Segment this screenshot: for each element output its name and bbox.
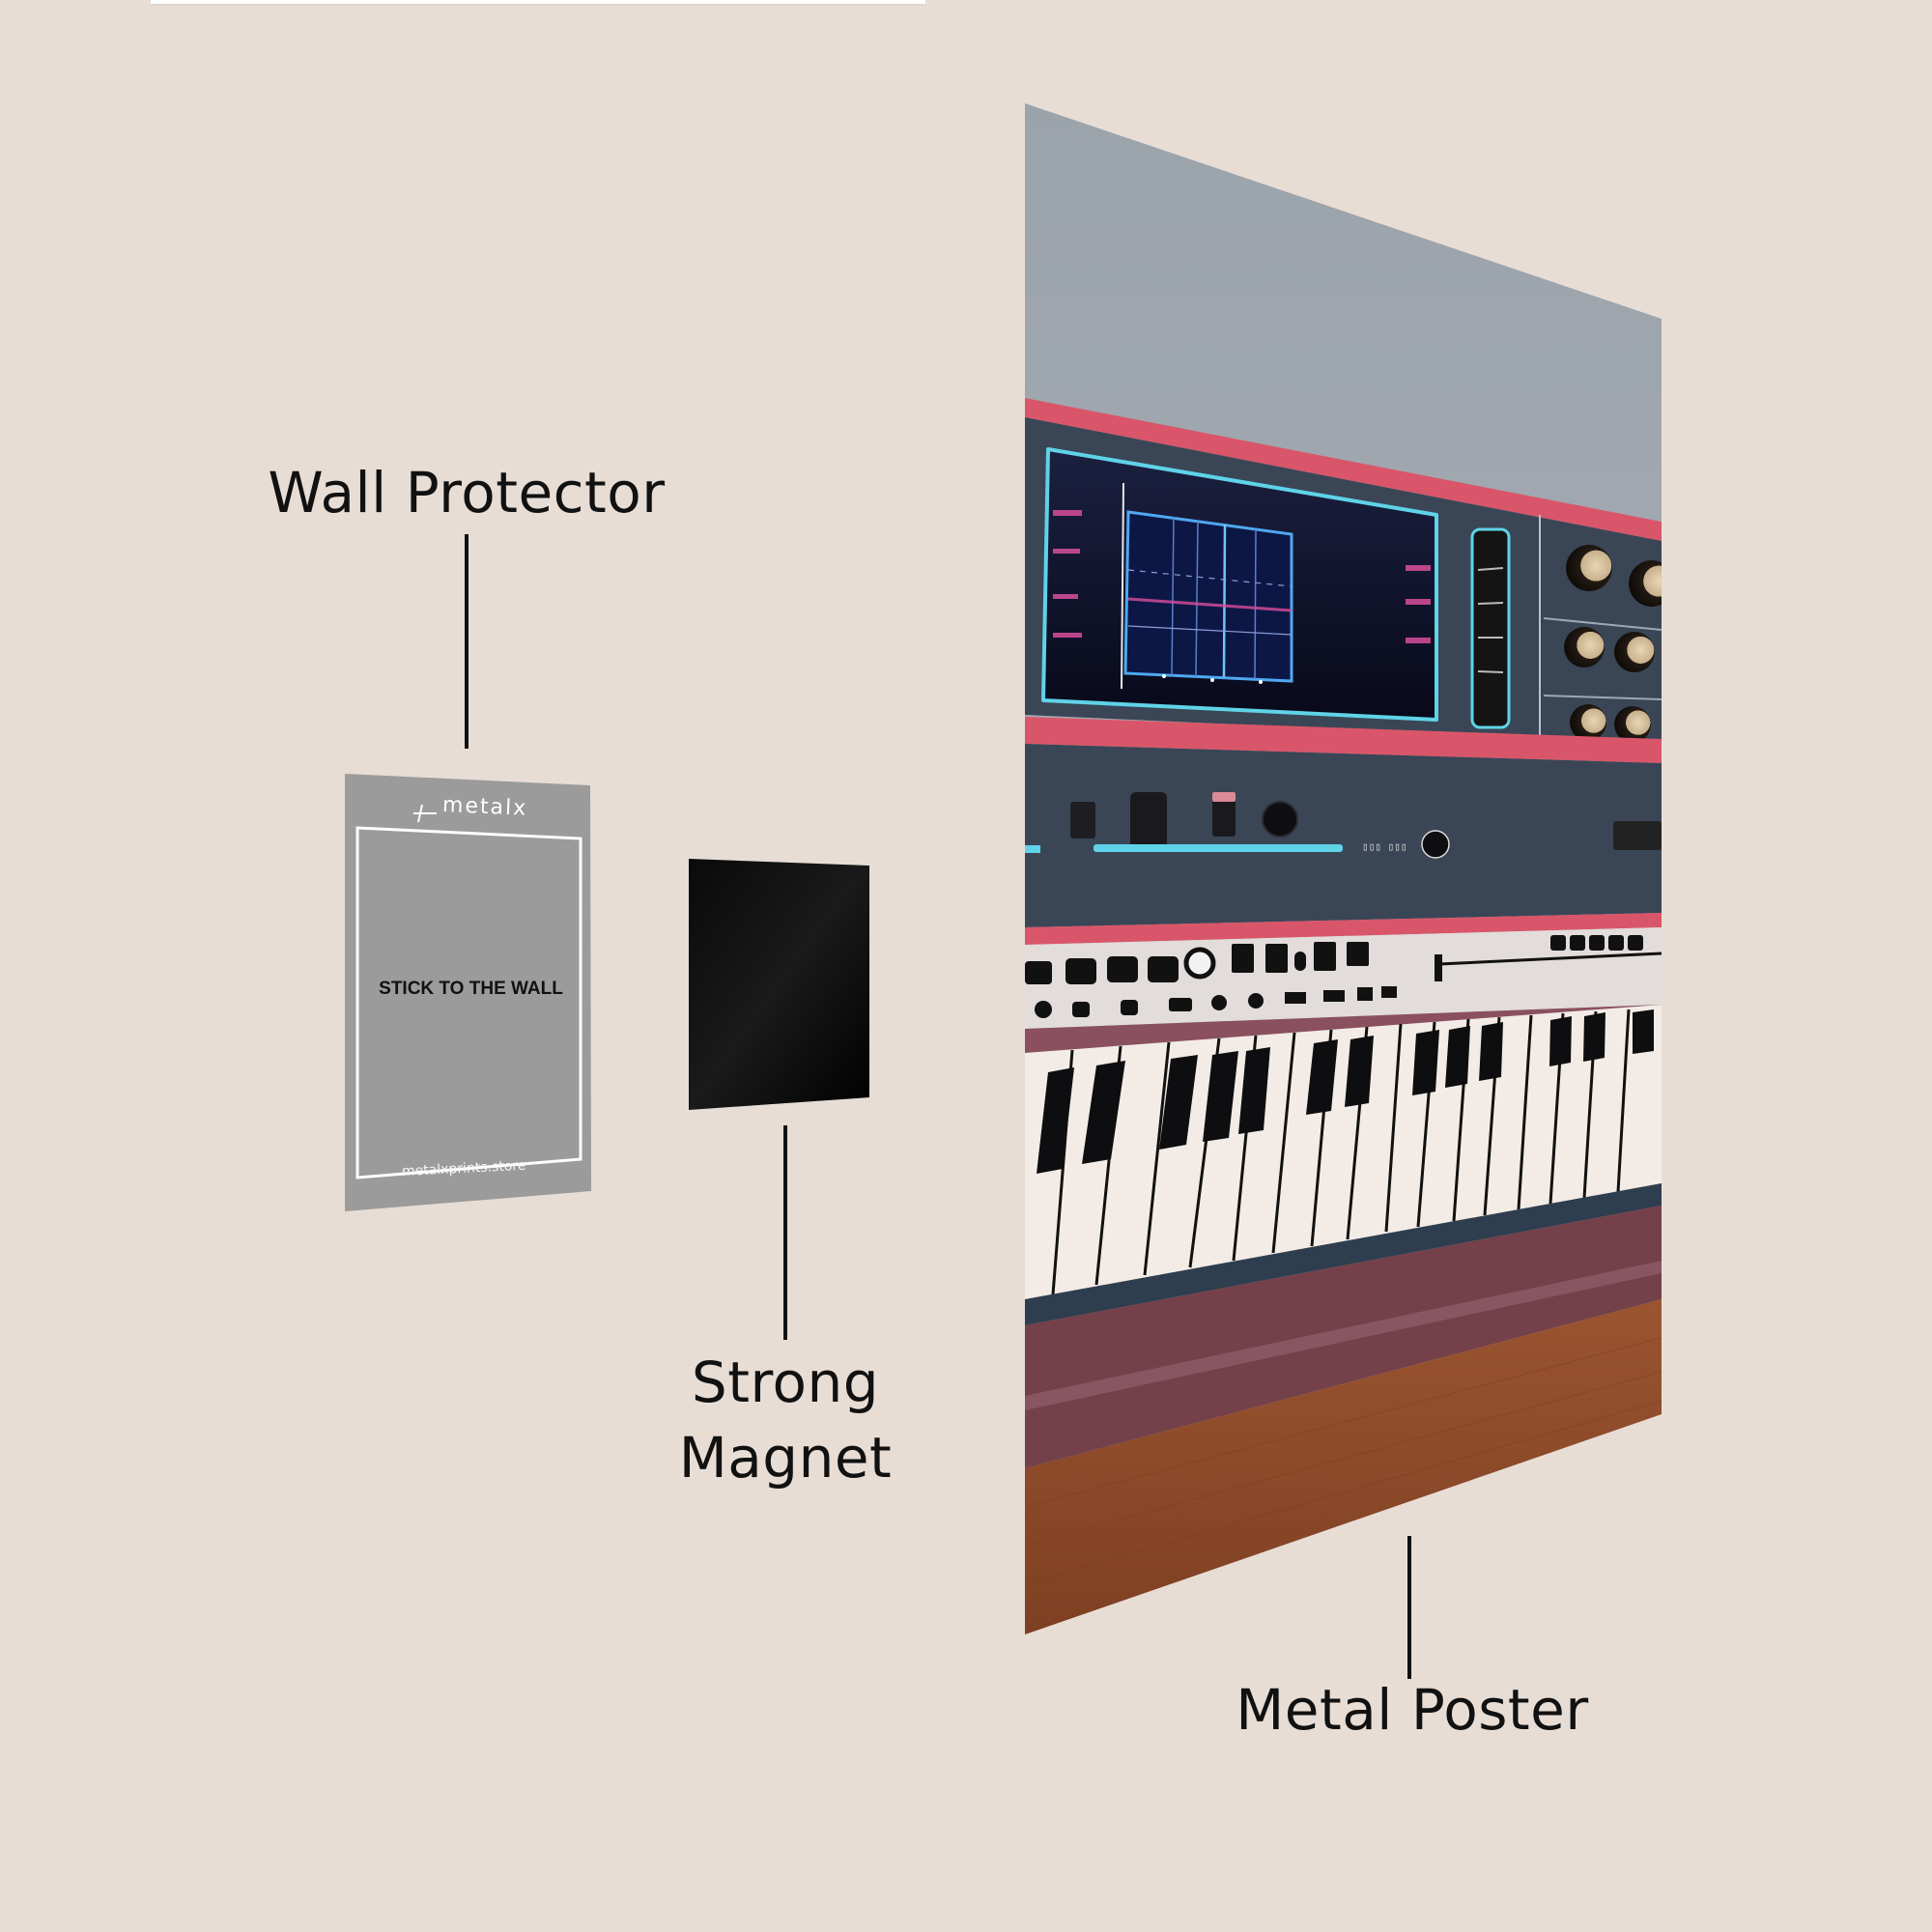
piano-keyboard xyxy=(1025,1005,1662,1299)
metal-poster: ▮▯▯▮▮▮▮▮▮▮▮▮▯ xyxy=(1025,103,1662,1634)
synth-button-row xyxy=(1025,935,1662,1018)
synth-display-screen xyxy=(1041,447,1438,722)
strong-magnet-label-line2: Magnet xyxy=(678,1425,893,1491)
strong-magnet-label: Strong Magnet xyxy=(592,1345,979,1495)
wall-protector-leader-line xyxy=(465,534,469,749)
svg-text:▯▯▯ ▯▯▯: ▯▯▯ ▯▯▯ xyxy=(1362,840,1406,853)
metal-poster-leader-line xyxy=(1407,1536,1411,1679)
metal-poster-label: Metal Poster xyxy=(1236,1677,1589,1743)
strong-magnet xyxy=(689,859,869,1110)
synth-slot xyxy=(1470,527,1511,729)
wall-protector-center-text: STICK TO THE WALL xyxy=(379,979,563,999)
magnet-leader-line xyxy=(783,1125,787,1340)
synth-mid-controls: ▯▯▯ ▯▯▯ xyxy=(1025,792,1662,859)
synth-knobs xyxy=(1543,545,1662,743)
wall-protector-logo-text: metalx xyxy=(441,793,528,821)
metalx-logo xyxy=(413,804,437,823)
top-edge-strip xyxy=(151,0,925,4)
strong-magnet-label-line1: Strong xyxy=(691,1350,880,1415)
wall-protector-label: Wall Protector xyxy=(268,460,666,526)
wall-protector xyxy=(345,774,591,1211)
